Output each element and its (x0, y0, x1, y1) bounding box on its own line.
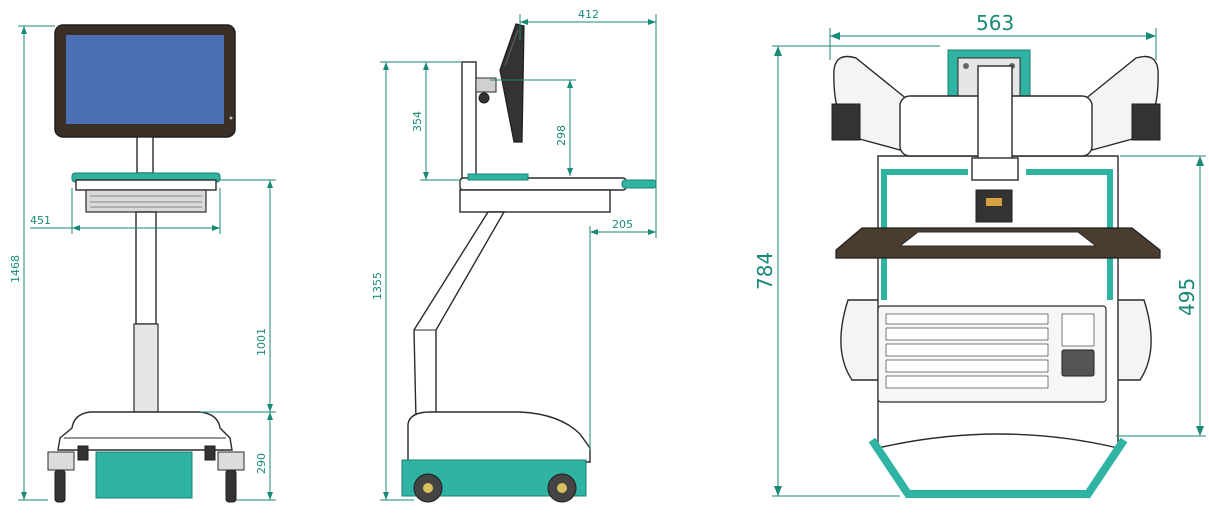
top-keyboard-depth-label: 495 (1175, 278, 1199, 316)
top-depth-label: 784 (753, 252, 777, 290)
front-caster-left (47, 451, 75, 471)
top-view: 563 784 495 (753, 11, 1206, 498)
front-column-lower (133, 323, 159, 413)
side-base (407, 411, 591, 463)
front-monitor-led (229, 116, 233, 120)
front-battery-box (95, 451, 193, 499)
front-base-height-label: 290 (255, 453, 268, 474)
front-monitor-screen (66, 35, 224, 124)
side-monitor-height-label: 354 (411, 111, 424, 132)
front-shelf-top (75, 179, 217, 191)
front-upper-pole (136, 136, 154, 174)
side-shelf-offset-label: 205 (612, 218, 633, 231)
front-keyboard-height-label: 1001 (255, 328, 268, 356)
side-upright (461, 61, 477, 181)
front-keyboard-drawer (85, 189, 207, 213)
front-column-upper (135, 211, 157, 325)
side-monitor-tilt-label: 298 (555, 125, 568, 146)
front-caster-right (217, 451, 245, 471)
top-touchpad (1061, 349, 1095, 377)
top-width-label: 563 (976, 11, 1014, 35)
front-width-label: 451 (30, 214, 51, 227)
side-column (413, 211, 506, 421)
top-push-handle (868, 437, 1128, 498)
top-key-rows (885, 313, 1095, 389)
front-view: 1468 451 1001 290 (9, 24, 276, 503)
side-knob (478, 92, 490, 104)
front-base (57, 411, 233, 451)
side-view: 412 1355 354 298 205 (371, 8, 657, 503)
side-depth-label: 412 (578, 8, 599, 21)
side-monitor (499, 23, 525, 143)
side-total-height-label: 1355 (371, 272, 384, 300)
front-total-height-label: 1468 (9, 255, 22, 283)
top-column (977, 65, 1013, 161)
side-handle (621, 179, 657, 189)
